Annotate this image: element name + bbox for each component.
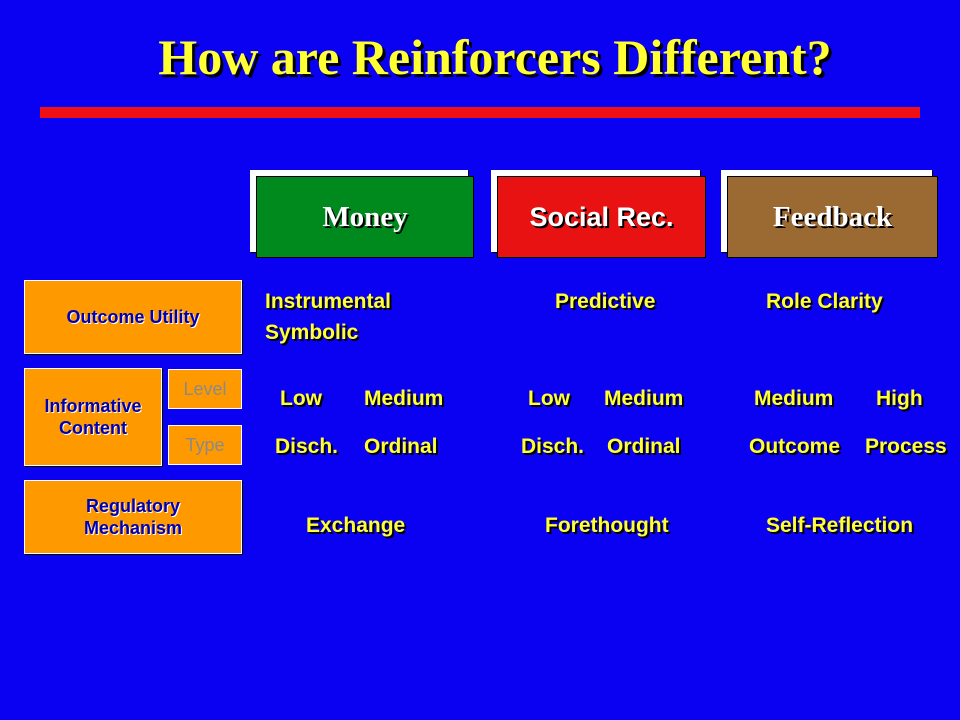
feedback-level-medium: Medium (754, 387, 834, 410)
column-header-feedback: Feedback (727, 176, 938, 258)
row-label-outcome-utility-text: Outcome Utility (66, 307, 200, 327)
social-type-disch: Disch. (521, 435, 585, 458)
social-level-medium: Medium (604, 387, 684, 410)
row-label-regulatory-line2: Mechanism (83, 518, 183, 538)
money-type-ordinal: Ordinal (364, 435, 438, 458)
money-level-low: Low (280, 387, 322, 410)
money-type-disch: Disch. (275, 435, 339, 458)
title-underline (40, 107, 920, 118)
feedback-mechanism-self-reflection: Self-Reflection (766, 514, 914, 537)
row-label-informative-line2: Content (59, 418, 127, 438)
column-header-money: Money (256, 176, 474, 258)
row-label-regulatory-mechanism: Regulatory Mechanism (24, 480, 242, 554)
slide-title: How are Reinforcers Different? (158, 29, 832, 85)
money-level-medium: Medium (364, 387, 444, 410)
sub-label-type: Type (168, 425, 242, 465)
money-mechanism-exchange: Exchange (306, 514, 406, 537)
feedback-type-outcome: Outcome (749, 435, 841, 458)
social-type-ordinal: Ordinal (607, 435, 681, 458)
money-utility-symbolic: Symbolic (265, 321, 359, 344)
money-utility-instrumental: Instrumental (265, 290, 392, 313)
row-label-outcome-utility: Outcome Utility (24, 280, 242, 354)
feedback-type-process: Process (865, 435, 947, 458)
row-label-informative-content: Informative Content (24, 368, 162, 466)
sub-label-level: Level (168, 369, 242, 409)
social-level-low: Low (528, 387, 570, 410)
row-label-informative-line1: Informative (44, 396, 142, 416)
feedback-utility-role-clarity: Role Clarity (766, 290, 883, 313)
social-utility-predictive: Predictive (555, 290, 656, 313)
column-header-social-rec: Social Rec. (497, 176, 706, 258)
social-mechanism-forethought: Forethought (545, 514, 669, 537)
feedback-level-high: High (876, 387, 923, 410)
row-label-regulatory-line1: Regulatory (85, 496, 180, 516)
